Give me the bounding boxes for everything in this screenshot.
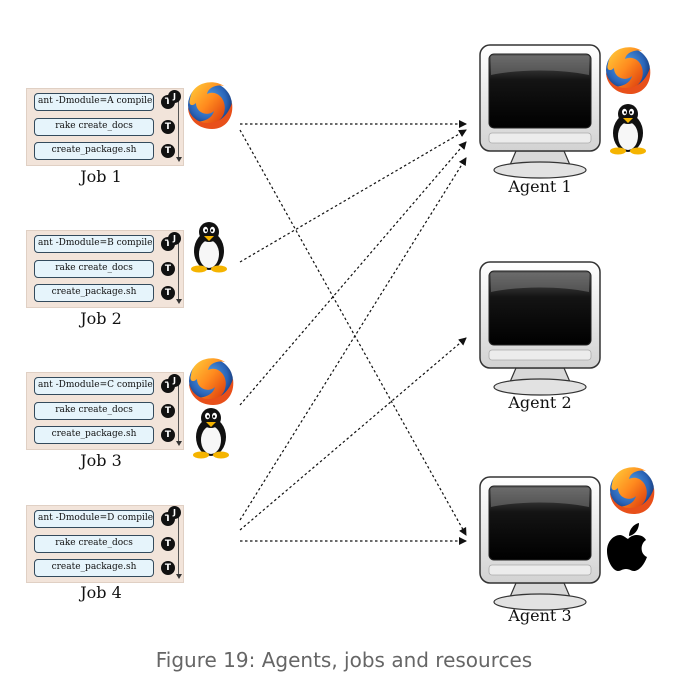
task-badge-icon: T [161, 262, 175, 276]
apple-icon [607, 523, 647, 571]
firefox-icon [189, 358, 234, 405]
task-row: create_package.sh T [34, 284, 175, 302]
arrow-job4-agent2 [239, 337, 467, 531]
firefox-icon [188, 82, 233, 129]
job-label: Job 1 [80, 167, 122, 186]
job-flow-arrow-icon [176, 299, 182, 304]
task-label: create_package.sh [51, 287, 137, 297]
linux-tux-icon [610, 104, 646, 155]
agent-2-monitor-icon [479, 261, 601, 396]
task-badge-icon: T [161, 561, 175, 575]
job-badge-icon: J [168, 232, 181, 245]
arrow-job2-agent1 [239, 129, 467, 263]
task-label: ant -Dmodule=D compile [38, 513, 154, 523]
task-label: rake create_docs [55, 405, 133, 415]
task-badge-icon: T [161, 404, 175, 418]
task-label: create_package.sh [51, 429, 137, 439]
arrow-job1-agent3 [239, 129, 467, 536]
task-label: ant -Dmodule=C compile [38, 380, 153, 390]
job-flow-line [178, 512, 179, 576]
job-flow-line [178, 379, 179, 443]
firefox-icon [606, 47, 651, 94]
task-badge-icon: T [161, 144, 175, 158]
assignment-arrows [239, 120, 467, 545]
job-label: Job 3 [80, 451, 122, 470]
task-label: rake create_docs [55, 263, 133, 273]
arrow-job3-agent1 [239, 141, 467, 406]
linux-tux-icon [193, 408, 229, 459]
job-badge-icon: J [168, 90, 181, 103]
task-label: rake create_docs [55, 121, 133, 131]
agent-1-monitor-icon [479, 44, 601, 179]
job-flow-line [178, 237, 179, 301]
arrow-job4-agent1 [239, 157, 467, 521]
task-label: rake create_docs [55, 538, 133, 548]
job-badge-icon: J [168, 506, 181, 519]
task-row: create_package.sh T [34, 426, 175, 444]
task-label: ant -Dmodule=B compile [38, 238, 153, 248]
job-badge-icon: J [168, 374, 181, 387]
task-badge-icon: T [161, 120, 175, 134]
job-flow-line [178, 95, 179, 159]
task-badge-icon: T [161, 286, 175, 300]
task-row: rake create_docs T [34, 535, 175, 553]
firefox-icon [610, 467, 655, 514]
job-flow-arrow-icon [176, 441, 182, 446]
task-label: ant -Dmodule=A compile [38, 96, 153, 106]
figure-caption: Figure 19: Agents, jobs and resources [155, 648, 533, 672]
linux-tux-icon [191, 222, 227, 273]
task-row: create_package.sh T [34, 142, 175, 160]
job-label: Job 4 [80, 583, 122, 602]
task-badge-icon: T [161, 537, 175, 551]
task-label: create_package.sh [51, 562, 137, 572]
task-label: create_package.sh [51, 145, 137, 155]
job-flow-arrow-icon [176, 574, 182, 579]
agent-3-monitor-icon [479, 476, 601, 611]
task-badge-icon: T [161, 428, 175, 442]
agent-label: Agent 3 [508, 606, 572, 625]
task-row: rake create_docs T [34, 260, 175, 278]
job-flow-arrow-icon [176, 157, 182, 162]
agent-label: Agent 2 [508, 393, 572, 412]
task-row: rake create_docs T [34, 118, 175, 136]
job-label: Job 2 [80, 309, 122, 328]
task-row: rake create_docs T [34, 402, 175, 420]
task-row: create_package.sh T [34, 559, 175, 577]
agent-label: Agent 1 [508, 177, 572, 196]
